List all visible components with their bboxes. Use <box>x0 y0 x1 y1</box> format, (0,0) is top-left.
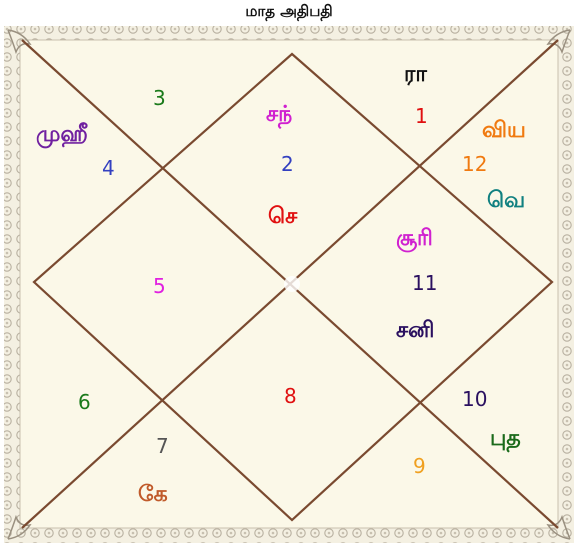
chart-frame <box>0 22 578 547</box>
planet-label: சனி <box>396 318 435 346</box>
house-number: 9 <box>413 454 426 478</box>
planet-label: முஹீ <box>36 122 88 150</box>
house-number: 11 <box>412 271 437 295</box>
house-number: 4 <box>102 156 115 180</box>
center-glow <box>284 276 300 292</box>
house-number: 8 <box>284 384 297 408</box>
planet-label: வெ <box>487 188 525 216</box>
planet-label: ரா <box>404 62 427 90</box>
house-number: 6 <box>78 390 91 414</box>
planet-label: செ <box>268 204 297 232</box>
planet-label: சந் <box>266 102 292 130</box>
planet-label: விய <box>482 118 526 146</box>
planet-label: சூரி <box>396 226 433 254</box>
house-number: 7 <box>156 434 169 458</box>
house-number: 10 <box>462 387 487 411</box>
house-number: 12 <box>462 152 487 176</box>
chart-title: மாத அதிபதி <box>0 2 578 22</box>
house-number: 2 <box>281 152 294 176</box>
planet-label: கே <box>138 482 168 510</box>
planet-label: புத <box>490 426 521 454</box>
house-number: 1 <box>415 104 428 128</box>
house-number: 3 <box>153 86 166 110</box>
horoscope-chart: 3 1 2 4 12 5 11 6 8 10 7 9 ரா சந் முஹீ வ… <box>0 22 578 547</box>
house-number: 5 <box>153 274 166 298</box>
